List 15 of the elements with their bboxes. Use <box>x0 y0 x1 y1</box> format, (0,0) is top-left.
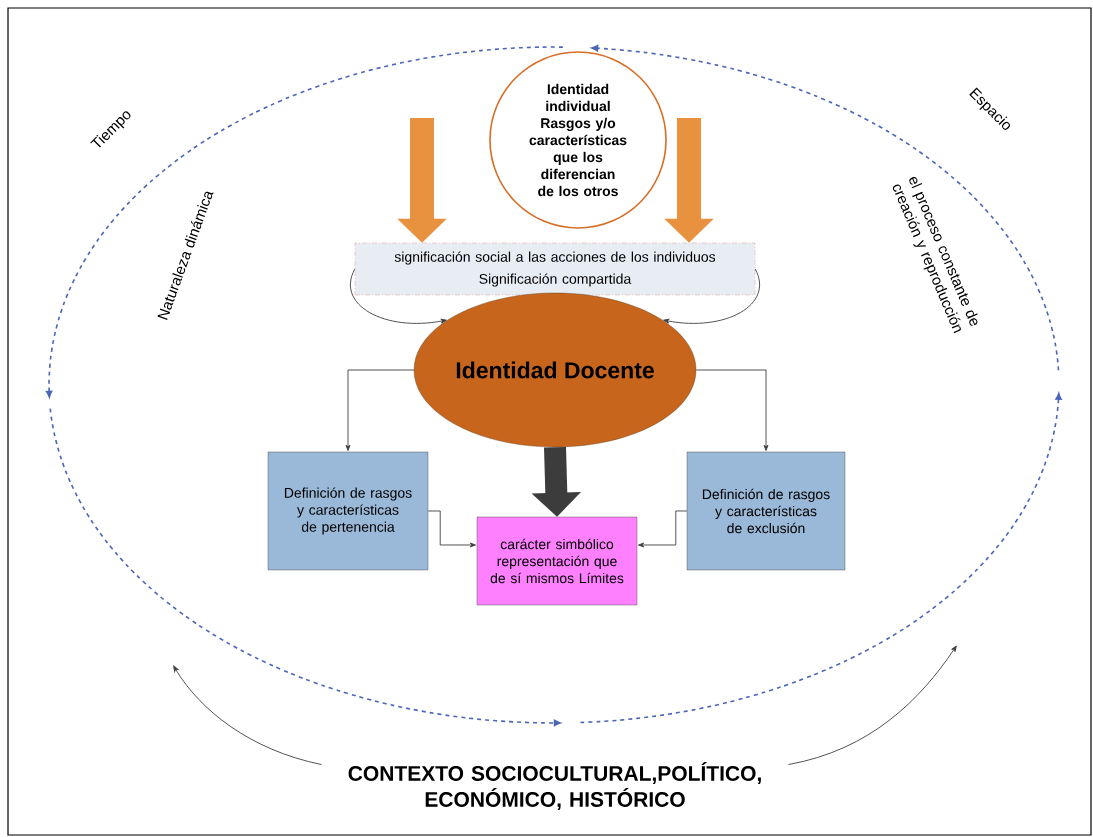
process-box: carácter simbólico representación que de sí mismos Límites <box>476 516 638 606</box>
text-band: significación social a las acciones de los individuos Significación compartida <box>354 242 756 296</box>
arrow <box>695 369 769 451</box>
process-box: Definición de rasgos y características de pertenencia <box>267 451 429 571</box>
arrow <box>788 645 957 765</box>
arrow <box>427 510 476 548</box>
process-box: Definición de rasgos y características de exclusión <box>686 451 846 571</box>
circle-node: Identidad individual Rasgos y/o características que los diferencian de los otros <box>489 51 667 229</box>
arrow <box>345 369 415 451</box>
arrow <box>638 510 688 548</box>
arrow <box>350 268 447 324</box>
ellipse-node: Identidad Docente <box>413 292 697 448</box>
context-text: CONTEXTO SOCIOCULTURAL,POLÍTICO, ECONÓMICO, HISTÓRICO <box>348 762 761 810</box>
arrow <box>173 665 322 765</box>
arrow <box>663 268 761 324</box>
